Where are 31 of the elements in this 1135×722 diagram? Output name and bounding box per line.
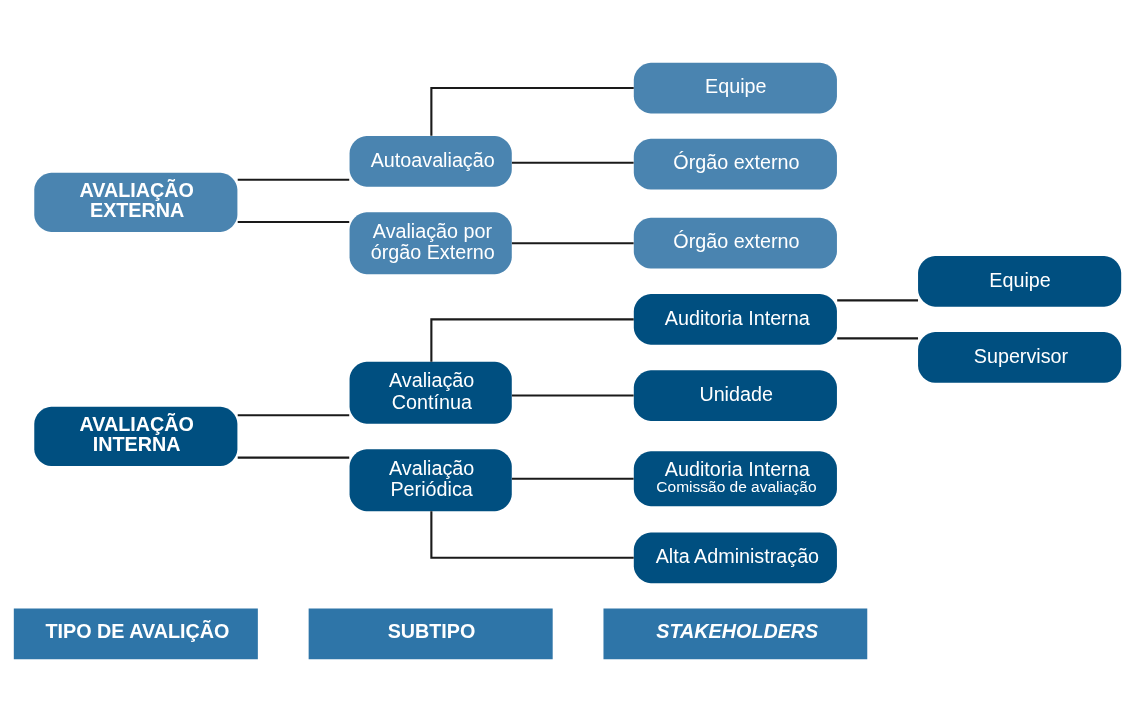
node-box: AVALIAÇÃO EXTERNA [34, 172, 238, 232]
node-box: AVALIAÇÃO INTERNA [34, 406, 238, 467]
node-box: TIPO DE AVALIÇÃO [13, 608, 258, 660]
node-box: SUBTIPO [308, 608, 553, 660]
connector [237, 178, 350, 181]
node-box: Alta Administração [633, 532, 837, 584]
connector [511, 242, 634, 245]
node-box: Unidade [633, 370, 837, 421]
connector [511, 477, 634, 480]
connector [511, 394, 634, 397]
connector [837, 337, 919, 340]
node-box: Autoavaliação [349, 136, 512, 187]
node-box: Avaliação por órgão Externo [349, 212, 512, 275]
connector [237, 456, 350, 459]
connector [237, 414, 350, 417]
node-box: STAKEHOLDERS [603, 608, 868, 660]
node-box: Órgão externo [633, 217, 837, 269]
node-box: Equipe [918, 255, 1122, 307]
node-box: Auditoria Interna [633, 294, 837, 345]
node-box: Auditoria Interna Comissão de avaliação [633, 451, 837, 507]
node-box: Equipe [633, 62, 837, 114]
connector [237, 221, 350, 224]
connector [430, 511, 634, 559]
connector [430, 86, 634, 136]
node-box: Avaliação Periódica [349, 449, 512, 512]
connector [511, 161, 634, 164]
connector [430, 318, 634, 362]
node-box: Avaliação Contínua [349, 361, 512, 424]
node-box: Órgão externo [633, 138, 837, 190]
node-box: Supervisor [918, 332, 1122, 383]
connector [837, 299, 919, 302]
